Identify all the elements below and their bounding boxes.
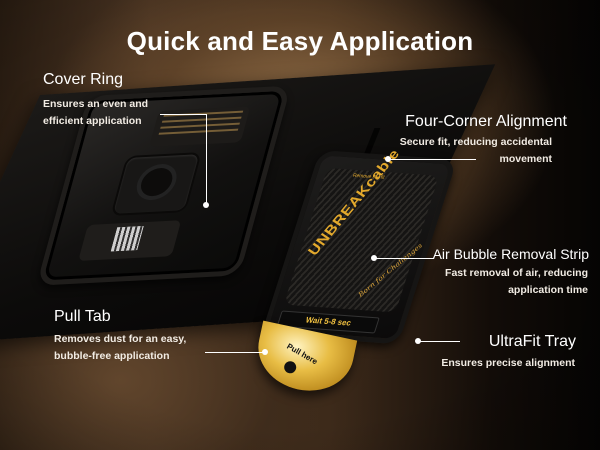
- cover-ring-desc: Ensures an even and efficient applicatio…: [43, 96, 148, 130]
- four-corner-desc-1: Secure fit, reducing accidental: [399, 136, 552, 148]
- four-corner-leader: [388, 159, 476, 160]
- qr-panel: [78, 220, 182, 261]
- air-bubble-desc-1: Fast removal of air, reducing: [445, 267, 588, 279]
- air-bubble-dot: [371, 255, 377, 261]
- pull-tab-desc: Removes dust for an easy, bubble-free ap…: [54, 331, 186, 365]
- pull-tab-dot: [262, 349, 268, 355]
- four-corner-desc-2: movement: [499, 153, 552, 165]
- air-bubble-desc-2: application time: [508, 284, 588, 296]
- warm-tips-panel: [149, 106, 251, 147]
- air-bubble-desc: Fast removal of air, reducing applicatio…: [445, 265, 588, 299]
- air-bubble-leader: [374, 258, 434, 259]
- camera-cutout: [112, 154, 200, 214]
- four-corner-desc: Secure fit, reducing accidental movement: [400, 134, 552, 168]
- qr-code-icon: [110, 226, 144, 252]
- pull-tab-leader: [205, 352, 265, 353]
- brand-logo: UNBREAKcable: [305, 146, 404, 259]
- four-corner-dot: [385, 156, 391, 162]
- pull-tab-desc-1: Removes dust for an easy,: [54, 333, 187, 345]
- ultrafit-leader: [418, 341, 460, 342]
- cover-ring-desc-1: Ensures an even and: [43, 98, 149, 110]
- page-title: Quick and Easy Application: [126, 26, 474, 56]
- signature: Born for Challenges: [357, 241, 424, 299]
- cover-ring-desc-2: efficient application: [43, 115, 142, 127]
- pull-tab-desc-2: bubble-free application: [54, 350, 170, 362]
- cover-ring-heading: Cover Ring: [43, 71, 124, 88]
- pull-arrow-icon: [283, 360, 298, 375]
- air-bubble-heading: Air Bubble Removal Strip: [432, 246, 589, 262]
- four-corner-heading: Four-Corner Alignment: [405, 113, 567, 130]
- camera-hole: [137, 167, 176, 197]
- ultrafit-dot: [415, 338, 421, 344]
- ultrafit-heading: UltraFit Tray: [488, 333, 576, 350]
- cover-ring-leader: [160, 114, 206, 115]
- ultrafit-desc: Ensures precise alignment: [441, 357, 575, 369]
- pull-tab-heading: Pull Tab: [54, 308, 111, 325]
- cover-ring-dot: [203, 202, 209, 208]
- cover-ring-leader-v: [206, 114, 207, 204]
